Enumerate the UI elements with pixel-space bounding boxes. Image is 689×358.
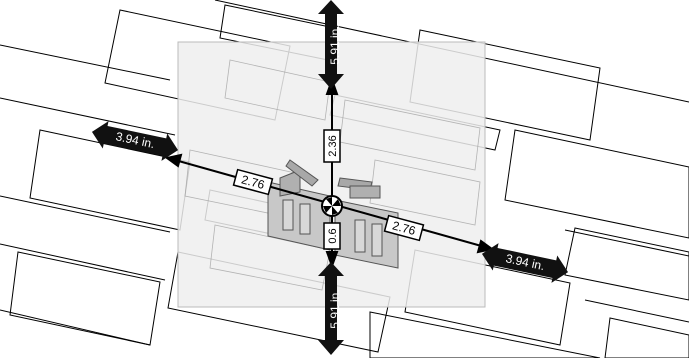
dim-up-box: 2.36	[323, 129, 341, 163]
dim-down-box: 0.6	[323, 222, 341, 250]
clearance-arrow-top	[318, 0, 344, 89]
dim-down-label: 0.6	[327, 228, 339, 243]
wall-bracket	[267, 159, 399, 269]
clearance-bottom-label: 5.91 in.	[328, 289, 342, 328]
arrowhead-down	[325, 251, 339, 269]
clearance-arrow-bottom	[318, 262, 344, 355]
arrowhead-left	[164, 153, 183, 168]
arrowhead-right	[476, 239, 495, 254]
clearance-arrow-right	[481, 243, 569, 283]
dim-left-label: 2.76	[240, 172, 266, 192]
dim-left-box: 2.76	[232, 168, 274, 196]
dim-right-box: 2.76	[383, 214, 425, 242]
clearance-top-label: 5.91 in.	[328, 25, 342, 64]
center-screw-icon	[321, 195, 343, 217]
clearance-arrow-left	[91, 121, 179, 161]
dim-right-label: 2.76	[391, 218, 417, 238]
dim-up-label: 2.36	[327, 135, 339, 156]
